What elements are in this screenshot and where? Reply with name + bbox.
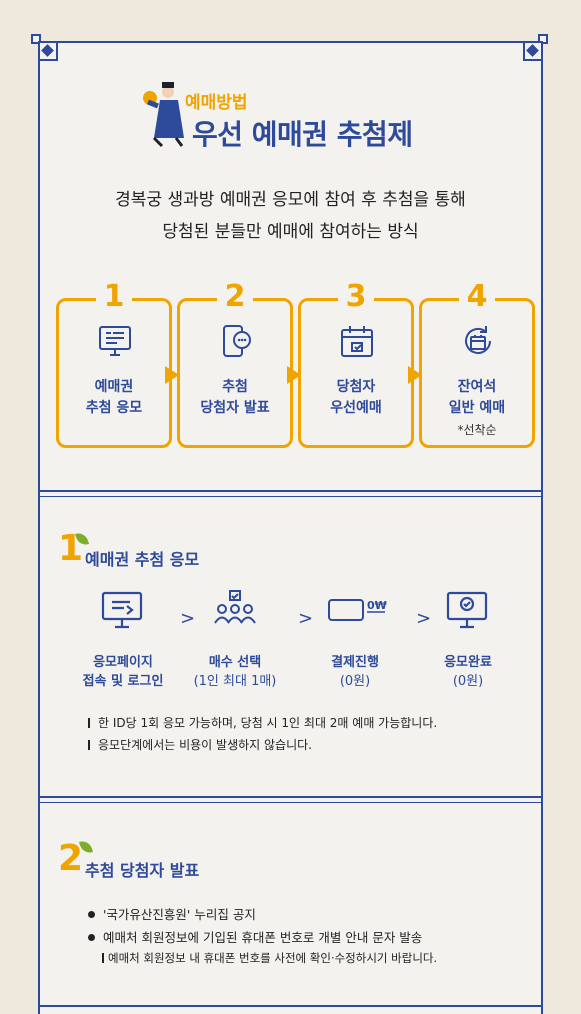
flow-label: 결제진행 bbox=[331, 655, 379, 670]
step-label-line1: 예매권 bbox=[94, 379, 134, 395]
step-label-line1: 당첨자 bbox=[336, 379, 376, 395]
step-label-line2: 추첨 응모 bbox=[85, 400, 143, 416]
step-label-line2: 우선예매 bbox=[330, 400, 382, 416]
content-panel bbox=[38, 41, 543, 1014]
flow-sublabel: (0원) bbox=[339, 674, 371, 689]
flow-arrow: > bbox=[298, 608, 314, 629]
people-icon bbox=[214, 590, 256, 624]
hero-description-line2: 당첨된 분들만 예매에 참여하는 방식 bbox=[162, 222, 419, 242]
step-card-3: 3 당첨자 우선예매 bbox=[298, 279, 414, 448]
section-divider bbox=[38, 1005, 543, 1007]
section-divider bbox=[38, 496, 543, 497]
step-label-line1: 추첨 bbox=[222, 379, 248, 395]
bullet-text: 예매처 회원정보에 기입된 휴대폰 번호로 개별 안내 문자 발송 bbox=[103, 930, 423, 945]
step-card-2: 2 추첨 당첨자 발표 bbox=[177, 279, 293, 448]
monitor-icon bbox=[99, 326, 131, 356]
step-card-4: 4 잔여석 일반 예매 *선착순 bbox=[419, 279, 535, 448]
step-arrow-icon bbox=[408, 366, 422, 384]
step-arrow-icon bbox=[165, 366, 179, 384]
notice-text: 응모단계에서는 비용이 발생하지 않습니다. bbox=[98, 738, 312, 752]
corner-ornament-top-left bbox=[31, 34, 43, 46]
bullet-item: 예매처 회원정보에 기입된 휴대폰 번호로 개별 안내 문자 발송 bbox=[88, 927, 422, 946]
hero-subtitle: 예매방법 bbox=[185, 93, 248, 113]
flow-label: 응모완료 bbox=[444, 655, 492, 670]
calendar-check-icon bbox=[341, 326, 373, 357]
step-number: 1 bbox=[95, 279, 133, 314]
card-price-text: 0₩ bbox=[367, 599, 387, 612]
section-title: 추첨 당첨자 발표 bbox=[85, 861, 200, 880]
notice-text: 한 ID당 1회 응모 가능하며, 당첨 시 1인 최대 2매 예매 가능합니다… bbox=[98, 716, 438, 730]
section-number: 2 bbox=[58, 838, 84, 879]
notice-line: 한 ID당 1회 응모 가능하며, 당첨 시 1인 최대 2매 예매 가능합니다… bbox=[88, 714, 437, 731]
corner-diamond-top-left bbox=[38, 41, 58, 61]
corner-ornament-top-right bbox=[538, 34, 550, 46]
section-divider bbox=[38, 802, 543, 803]
hero-title: 우선 예매권 추첨제 bbox=[192, 118, 413, 151]
card-icon: 0₩ bbox=[328, 599, 387, 621]
step-card-1: 1 예매권 추첨 응모 bbox=[56, 279, 172, 448]
flow-sublabel: 접속 및 로그인 bbox=[82, 674, 164, 689]
flow-sublabel: (1인 최대 1매) bbox=[193, 674, 277, 689]
corner-diamond-top-right bbox=[523, 41, 543, 61]
flow-sublabel: (0원) bbox=[452, 674, 484, 689]
step-number: 2 bbox=[216, 279, 254, 314]
calendar-refresh-icon bbox=[465, 326, 491, 354]
subnote-text: 예매처 회원정보 내 휴대폰 번호를 사전에 확인·수정하시기 바랍니다. bbox=[108, 951, 438, 965]
bullet-text: '국가유산진흥원' 누리집 공지 bbox=[103, 907, 256, 922]
notice-line: 응모단계에서는 비용이 발생하지 않습니다. bbox=[88, 736, 312, 753]
flow-label: 매수 선택 bbox=[208, 655, 262, 670]
step-number: 3 bbox=[337, 279, 375, 314]
step-arrow-icon bbox=[287, 366, 301, 384]
bullet-item: '국가유산진흥원' 누리집 공지 bbox=[88, 904, 256, 923]
scholar-figure-icon bbox=[143, 82, 184, 148]
step-label-line1: 잔여석 bbox=[457, 379, 497, 395]
section-divider bbox=[38, 490, 543, 492]
flow-label: 응모페이지 bbox=[93, 655, 153, 670]
flow-arrow: > bbox=[416, 608, 432, 629]
subnote: 예매처 회원정보 내 휴대폰 번호를 사전에 확인·수정하시기 바랍니다. bbox=[102, 950, 437, 966]
phone-chat-icon bbox=[223, 325, 251, 357]
section-divider bbox=[38, 796, 543, 798]
step-label-line2: 당첨자 발표 bbox=[200, 400, 270, 416]
step-note: *선착순 bbox=[457, 423, 497, 437]
flow-arrow: > bbox=[180, 608, 196, 629]
section-title: 예매권 추첨 응모 bbox=[85, 550, 200, 569]
monitor-check-icon bbox=[446, 591, 488, 629]
step-number: 4 bbox=[458, 279, 496, 314]
hero-description-line1: 경복궁 생과방 예매권 응모에 참여 후 추첨을 통해 bbox=[115, 190, 466, 210]
step-label-line2: 일반 예매 bbox=[448, 400, 506, 416]
monitor-icon bbox=[101, 591, 143, 629]
